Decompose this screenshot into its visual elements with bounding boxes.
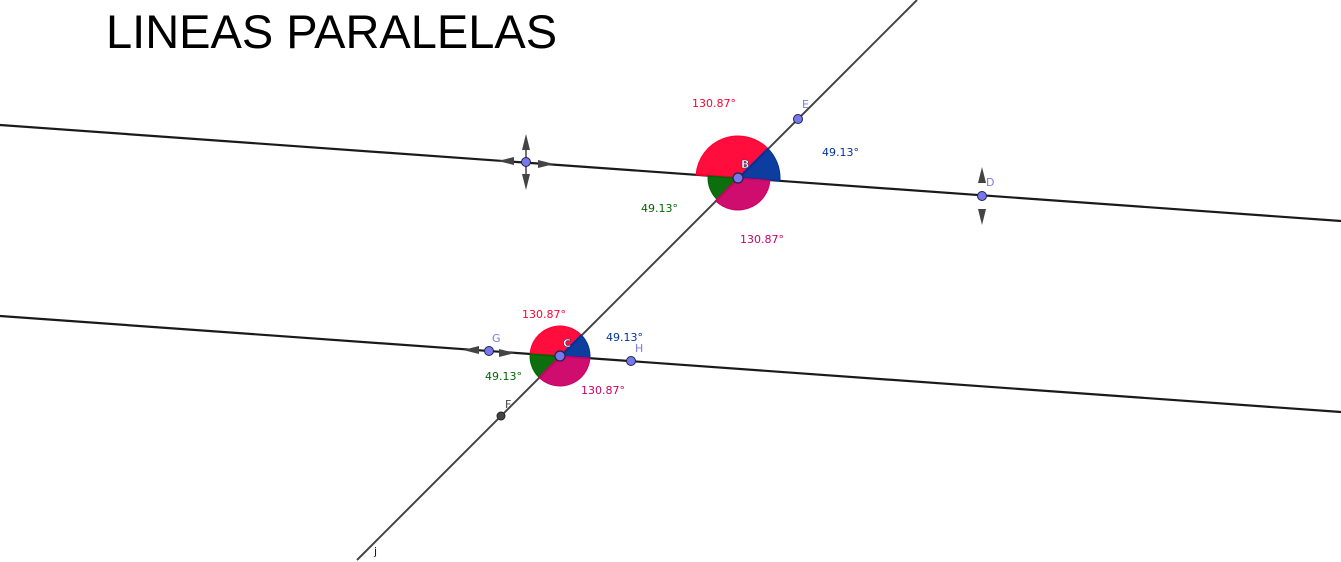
angle-label-b-obtuse-top: 130.87° — [692, 97, 736, 110]
point-label-h: H — [635, 342, 643, 355]
point-label-e: E — [802, 98, 809, 111]
point-d[interactable] — [977, 191, 987, 201]
angle-sector-c-obtuse-top[interactable] — [529, 325, 582, 357]
point-upper-line-handle[interactable] — [521, 157, 531, 167]
point-label-f: F — [505, 398, 511, 411]
angle-label-b-acute-right: 49.13° — [822, 146, 859, 159]
point-e[interactable] — [793, 114, 803, 124]
point-label-g: G — [492, 332, 501, 345]
point-b[interactable] — [732, 172, 744, 184]
parallel-line-lower[interactable] — [0, 314, 1341, 414]
angle-sector-b-obtuse-bottom[interactable] — [714, 177, 771, 211]
angle-label-c-obtuse-top: 130.87° — [522, 308, 566, 321]
angle-label-c-acute-left: 49.13° — [485, 370, 522, 383]
angle-sector-c-obtuse-bottom[interactable] — [538, 355, 591, 387]
point-g[interactable] — [484, 346, 494, 356]
angle-label-b-obtuse-bottom: 130.87° — [740, 233, 784, 246]
point-c[interactable] — [554, 350, 566, 362]
angle-label-c-obtuse-bottom: 130.87° — [581, 384, 625, 397]
angle-sector-b-obtuse-top[interactable] — [695, 135, 769, 179]
point-f[interactable] — [496, 411, 506, 421]
horizontal-arrows-icon[interactable] — [463, 346, 515, 357]
line-label-j: j — [373, 545, 377, 558]
point-label-b: B — [741, 158, 749, 171]
angle-label-b-acute-left: 49.13° — [641, 202, 678, 215]
angle-label-c-acute-right: 49.13° — [606, 331, 643, 344]
vertical-arrows-icon[interactable] — [978, 167, 986, 225]
point-label-d: D — [986, 176, 994, 189]
parallel-line-upper[interactable] — [0, 123, 1341, 223]
page-title: LINEAS PARALELAS — [106, 5, 558, 58]
point-h[interactable] — [626, 356, 636, 366]
point-label-c: C — [563, 337, 571, 350]
angle-group-b — [695, 135, 781, 211]
transversal-line[interactable] — [356, 0, 918, 561]
angle-sector-b-acute-right[interactable] — [736, 147, 781, 182]
angle-group-c — [529, 325, 591, 387]
